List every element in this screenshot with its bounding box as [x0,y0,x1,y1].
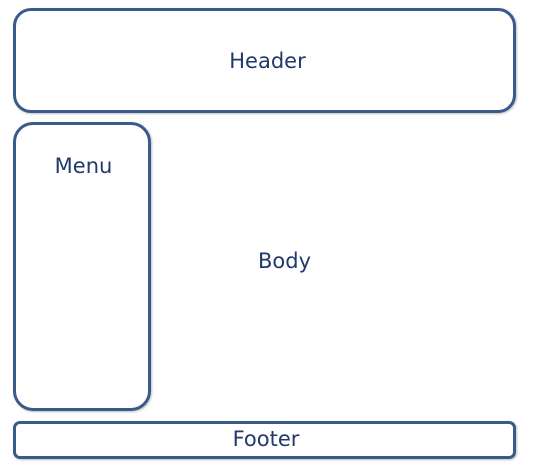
footer-region: Footer [13,421,516,459]
header-region: Header [13,8,516,113]
menu-region: Menu [13,122,151,411]
footer-label: Footer [232,427,300,451]
header-label: Header [229,49,306,73]
menu-label: Menu [54,154,113,178]
body-label: Body [258,249,312,273]
